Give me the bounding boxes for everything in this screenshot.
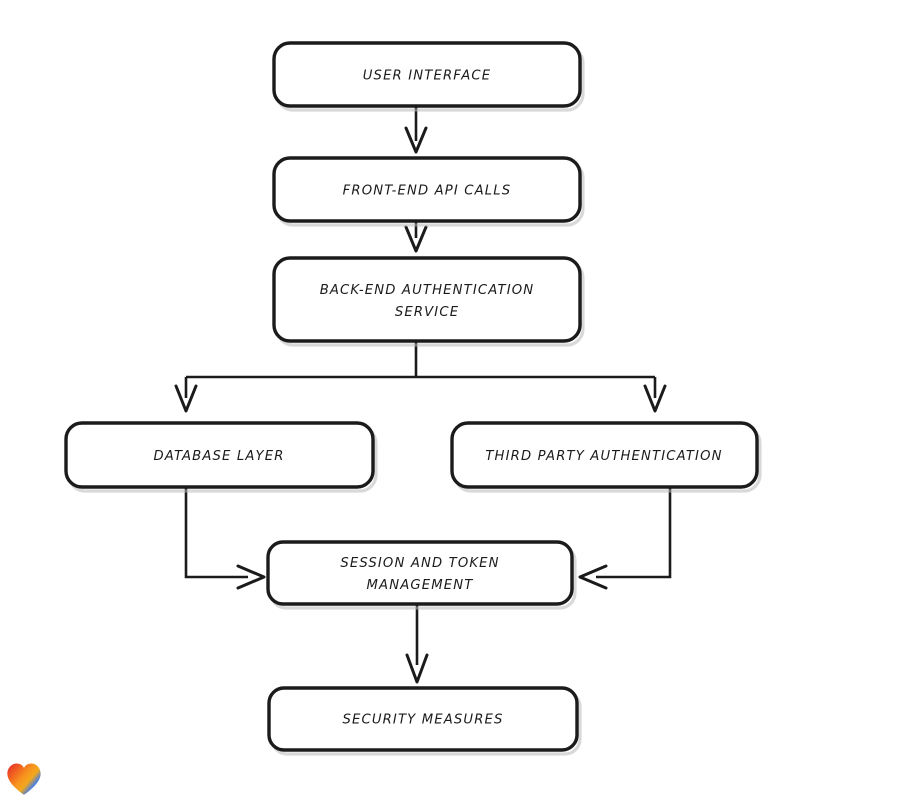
edge-ui-to-api [404, 106, 428, 154]
node-label-back-end-authentication-line2: SERVICE [395, 305, 459, 320]
edge-db-to-session [184, 487, 266, 590]
edge-backend-split-rail [186, 341, 655, 379]
node-label-session-line2: MANAGEMENT [367, 578, 474, 593]
node-label-user-interface: USER INTERFACE [363, 69, 492, 84]
heart-icon [7, 763, 41, 795]
node-database-layer[interactable]: DATABASE LAYER [64, 421, 378, 493]
node-label-back-end-authentication-line1: BACK-END AUTHENTICATION [320, 283, 535, 298]
node-label-session-line1: SESSION AND TOKEN [340, 556, 499, 571]
node-label-front-end-api-calls: FRONT-END API CALLS [343, 184, 512, 199]
node-third-party-authentication[interactable]: THIRD PARTY AUTHENTICATION [450, 421, 762, 493]
node-outline [272, 41, 582, 108]
node-session-and-token-management[interactable]: SESSION AND TOKEN MANAGEMENT [266, 540, 577, 610]
node-outline [272, 256, 582, 343]
node-label-database-layer: DATABASE LAYER [153, 449, 284, 464]
node-outline [64, 421, 375, 489]
node-user-interface[interactable]: USER INTERFACE [272, 41, 585, 112]
edges-layer [174, 106, 672, 684]
node-outline [266, 540, 574, 606]
edge-session-to-security [405, 604, 429, 684]
edge-backend-to-db [174, 377, 198, 413]
edge-third-to-session [578, 487, 672, 590]
node-security-measures[interactable]: SECURITY MEASURES [267, 686, 582, 756]
node-front-end-api-calls[interactable]: FRONT-END API CALLS [272, 156, 585, 227]
edge-backend-to-third [643, 377, 667, 413]
node-outline [267, 686, 579, 752]
node-back-end-authentication-service[interactable]: BACK-END AUTHENTICATION SERVICE [272, 256, 585, 347]
node-outline [272, 156, 582, 223]
node-outline [450, 421, 759, 489]
node-label-security-measures: SECURITY MEASURES [342, 713, 503, 728]
node-label-third-party-authentication: THIRD PARTY AUTHENTICATION [485, 449, 722, 464]
